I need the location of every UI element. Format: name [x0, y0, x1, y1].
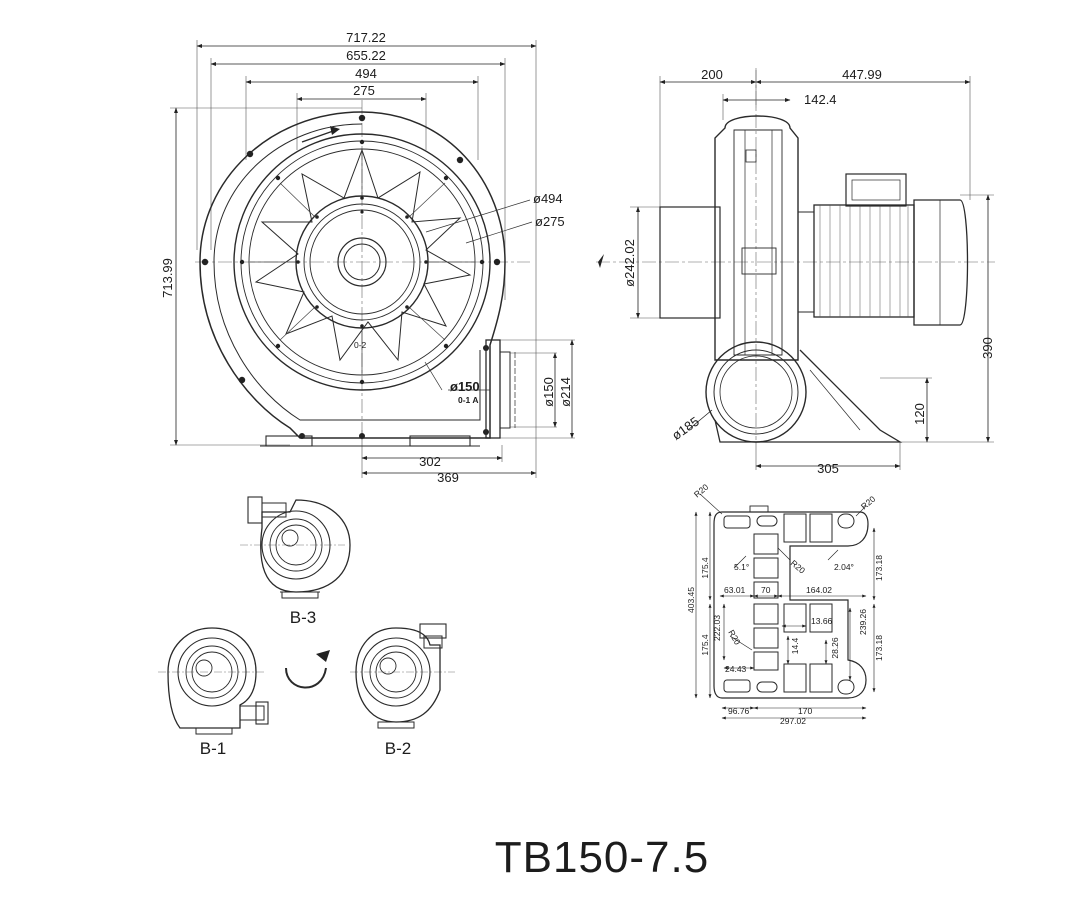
- outlet-flange-dia: ø214: [558, 377, 573, 407]
- dim-305: 305: [817, 461, 839, 476]
- dim-200: 200: [701, 67, 723, 82]
- dim-302: 302: [419, 454, 441, 469]
- bp-r20-mid: R20: [789, 558, 808, 576]
- bp-r20-low: R20: [726, 628, 743, 647]
- bp-r20-tr: R20: [859, 494, 878, 512]
- front-view: [170, 40, 575, 478]
- bp-173b: 173.18: [874, 635, 884, 661]
- bp-164: 164.02: [806, 585, 832, 595]
- bp-175a: 175.4: [700, 557, 710, 579]
- orientation-views: [158, 496, 455, 735]
- bp-2443: 24.43: [725, 664, 747, 674]
- bp-29702: 297.02: [780, 716, 806, 726]
- dim-655: 655.22: [346, 48, 386, 63]
- dim-713: 713.99: [160, 258, 175, 298]
- front-view-labels: 717.22 655.22 494 275 713.99 ø494 ø275 ø…: [160, 30, 573, 485]
- bp-170: 170: [798, 706, 812, 716]
- dim-120: 120: [912, 403, 927, 425]
- bp-222: 222.03: [712, 615, 722, 641]
- hub-note: 0-2: [354, 340, 367, 350]
- label-b3: B-3: [290, 608, 316, 627]
- bp-2826: 28.26: [830, 637, 840, 659]
- dim-447: 447.99: [842, 67, 882, 82]
- orientation-b3-graphic: [240, 496, 351, 599]
- orientation-b2-graphic: [350, 623, 455, 729]
- dia-494: ø494: [533, 191, 563, 206]
- bp-70: 70: [761, 585, 771, 595]
- label-b2: B-2: [385, 739, 411, 758]
- dim-185: ø185: [669, 414, 702, 443]
- bp-angle-204: 2.04°: [834, 562, 854, 572]
- bp-63: 63.01: [724, 585, 746, 595]
- bp-9676: 96.76: [728, 706, 750, 716]
- dim-717: 717.22: [346, 30, 386, 45]
- label-b1: B-1: [200, 739, 226, 758]
- bp-angle-51: 5.1°: [734, 562, 749, 572]
- orientation-labels: B-3 B-1 B-2: [200, 608, 411, 758]
- bp-2392: 239.26: [858, 609, 868, 635]
- side-view-labels: 200 447.99 142.4 ø242.02 390 120 ø185 30…: [622, 67, 995, 476]
- base-plate-view: [694, 493, 876, 720]
- bp-403: 403.45: [686, 587, 696, 613]
- dim-275: 275: [353, 83, 375, 98]
- orientation-b1-graphic: [158, 627, 269, 735]
- dim-390: 390: [980, 337, 995, 359]
- side-view: [596, 68, 995, 470]
- bp-173a: 173.18: [874, 555, 884, 581]
- bp-r20-tl: R20: [692, 482, 711, 500]
- bp-175b: 175.4: [700, 634, 710, 656]
- outlet-dia: ø150: [450, 379, 480, 394]
- dia-275: ø275: [535, 214, 565, 229]
- model-title: TB150-7.5: [495, 833, 709, 882]
- dim-369: 369: [437, 470, 459, 485]
- dim-494: 494: [355, 66, 377, 81]
- outlet-note: 0-1 A: [458, 395, 478, 405]
- dim-142: 142.4: [804, 92, 837, 107]
- outlet-inner-dia: ø150: [541, 377, 556, 407]
- bp-144: 14.4: [790, 637, 800, 654]
- dim-242: ø242.02: [622, 239, 637, 287]
- bp-1366: 13.66: [811, 616, 833, 626]
